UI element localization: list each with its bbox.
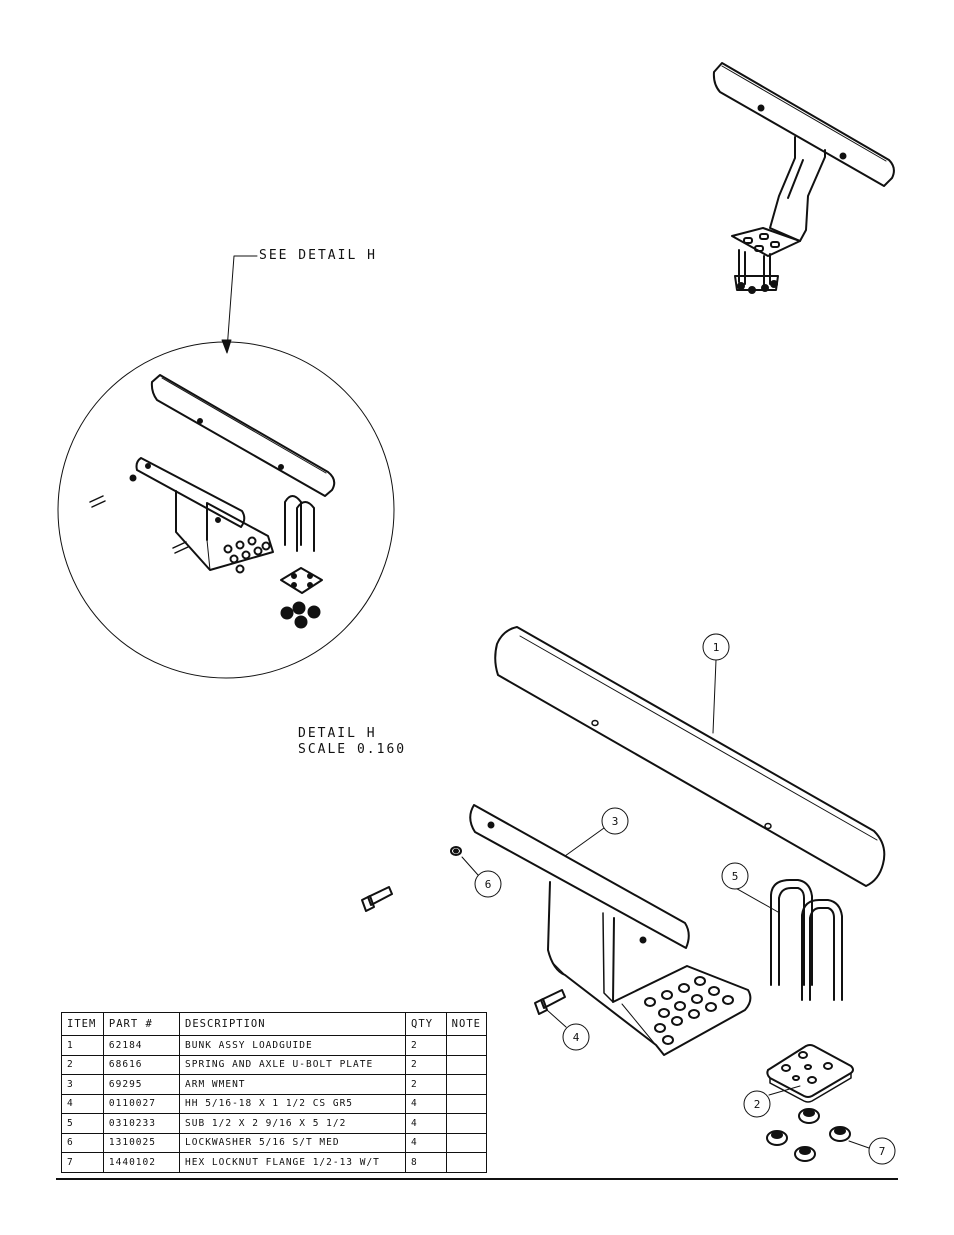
balloon-5: 5 bbox=[721, 862, 749, 890]
bom-note bbox=[445, 1035, 488, 1056]
bom-header-qty: QTY bbox=[405, 1012, 447, 1036]
svg-text:3: 3 bbox=[612, 815, 619, 828]
bom-note bbox=[445, 1093, 488, 1114]
bom-header-item: ITEM bbox=[61, 1012, 104, 1036]
balloon-1: 1 bbox=[702, 633, 730, 661]
svg-text:5: 5 bbox=[732, 870, 739, 883]
nut-4 bbox=[794, 1146, 816, 1162]
bom-description: HH 5/16-18 X 1 1/2 CS GR5 bbox=[179, 1093, 407, 1114]
bom-description: ARM WMENT bbox=[179, 1074, 407, 1095]
balloon-2: 2 bbox=[743, 1090, 771, 1118]
svg-text:6: 6 bbox=[485, 878, 492, 891]
balloon-6: 6 bbox=[474, 870, 502, 898]
detail-scale: SCALE 0.160 bbox=[298, 742, 407, 757]
balloon-3: 3 bbox=[601, 807, 629, 835]
bom-part: 69295 bbox=[102, 1074, 181, 1095]
bill-of-materials-table: ITEM PART # DESCRIPTION QTY NOTE 1 62184… bbox=[61, 1012, 488, 1173]
bom-header-part: PART # bbox=[102, 1012, 181, 1036]
bom-header-row: ITEM PART # DESCRIPTION QTY NOTE bbox=[61, 1012, 488, 1036]
bom-item: 6 bbox=[61, 1132, 104, 1153]
bom-item: 2 bbox=[61, 1054, 104, 1075]
bom-row: 4 0110027 HH 5/16-18 X 1 1/2 CS GR5 4 bbox=[61, 1093, 488, 1114]
bom-row: 5 0310233 SUB 1/2 X 2 9/16 X 5 1/2 4 bbox=[61, 1113, 488, 1134]
bom-part: 1310025 bbox=[102, 1132, 181, 1153]
bom-description: BUNK ASSY LOADGUIDE bbox=[179, 1035, 407, 1056]
bom-description: HEX LOCKNUT FLANGE 1/2-13 W/T bbox=[179, 1152, 407, 1173]
bom-note bbox=[445, 1113, 488, 1134]
bom-part: 0310233 bbox=[102, 1113, 181, 1134]
bom-qty: 2 bbox=[405, 1035, 447, 1056]
bom-description: LOCKWASHER 5/16 S/T MED bbox=[179, 1132, 407, 1153]
bom-part: 0110027 bbox=[102, 1093, 181, 1114]
nut-3 bbox=[829, 1126, 851, 1142]
assembled-view bbox=[712, 62, 895, 294]
nut-2 bbox=[766, 1130, 788, 1146]
bom-qty: 8 bbox=[405, 1152, 447, 1173]
bom-description: SPRING AND AXLE U-BOLT PLATE bbox=[179, 1054, 407, 1075]
bom-item: 5 bbox=[61, 1113, 104, 1134]
bom-row: 3 69295 ARM WMENT 2 bbox=[61, 1074, 488, 1095]
bom-item: 7 bbox=[61, 1152, 104, 1173]
detail-label: DETAIL H SCALE 0.160 bbox=[298, 726, 406, 758]
bom-row: 6 1310025 LOCKWASHER 5/16 S/T MED 4 bbox=[61, 1132, 488, 1153]
exploded-view bbox=[361, 626, 886, 1162]
balloon-7: 7 bbox=[868, 1137, 896, 1165]
svg-text:4: 4 bbox=[573, 1031, 580, 1044]
bom-qty: 4 bbox=[405, 1113, 447, 1134]
bom-description: SUB 1/2 X 2 9/16 X 5 1/2 bbox=[179, 1113, 407, 1134]
bom-note bbox=[445, 1132, 488, 1153]
balloon-4: 4 bbox=[562, 1023, 590, 1051]
svg-text:7: 7 bbox=[879, 1145, 886, 1158]
bom-qty: 4 bbox=[405, 1132, 447, 1153]
svg-text:2: 2 bbox=[754, 1098, 761, 1111]
svg-text:1: 1 bbox=[713, 641, 720, 654]
nut-1 bbox=[798, 1108, 820, 1124]
page-bottom-rule bbox=[56, 1178, 898, 1180]
bom-row: 2 68616 SPRING AND AXLE U-BOLT PLATE 2 bbox=[61, 1054, 488, 1075]
bom-qty: 2 bbox=[405, 1054, 447, 1075]
detail-circle bbox=[57, 255, 395, 679]
see-detail-callout: SEE DETAIL H bbox=[259, 248, 377, 263]
bom-qty: 4 bbox=[405, 1093, 447, 1114]
bom-row: 7 1440102 HEX LOCKNUT FLANGE 1/2-13 W/T … bbox=[61, 1152, 488, 1173]
bom-part: 62184 bbox=[102, 1035, 181, 1056]
bom-note bbox=[445, 1054, 488, 1075]
bom-part: 68616 bbox=[102, 1054, 181, 1075]
bom-item: 1 bbox=[61, 1035, 104, 1056]
bom-note bbox=[445, 1152, 488, 1173]
bom-header-note: NOTE bbox=[445, 1012, 488, 1036]
bom-item: 3 bbox=[61, 1074, 104, 1095]
bom-item: 4 bbox=[61, 1093, 104, 1114]
bom-note bbox=[445, 1074, 488, 1095]
bom-row: 1 62184 BUNK ASSY LOADGUIDE 2 bbox=[61, 1035, 488, 1056]
bom-header-description: DESCRIPTION bbox=[179, 1012, 407, 1036]
detail-title: DETAIL H bbox=[298, 726, 377, 741]
bom-part: 1440102 bbox=[102, 1152, 181, 1173]
bom-qty: 2 bbox=[405, 1074, 447, 1095]
